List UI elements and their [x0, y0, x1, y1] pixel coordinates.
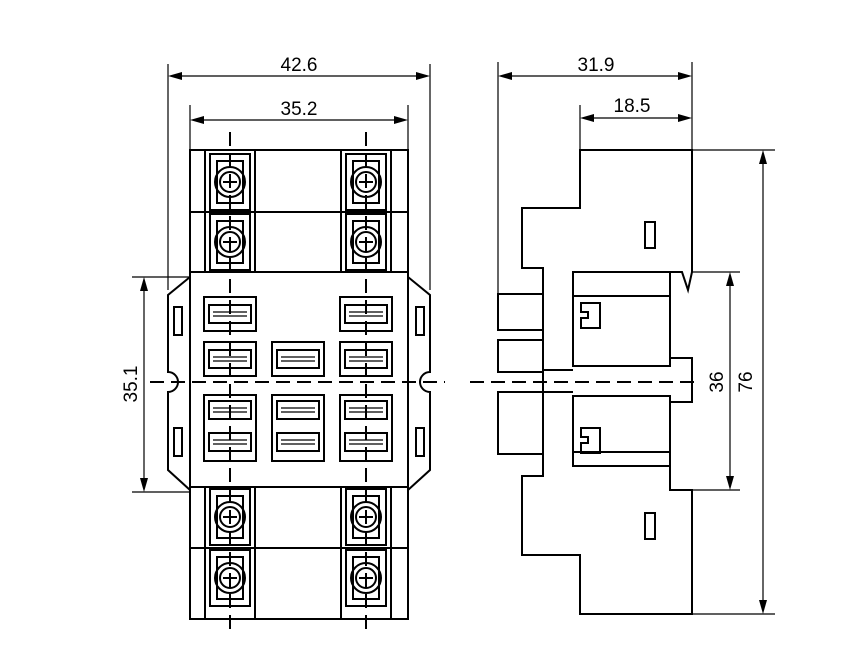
clip-icon: [580, 427, 601, 454]
side-depth-label: 31.9: [578, 55, 615, 76]
contact-slot: [276, 432, 320, 452]
left-flange: [167, 276, 191, 491]
front-dimensions: 42.6 35.2 35.1: [121, 55, 431, 493]
clip-icon: [580, 302, 601, 329]
side-view: [470, 149, 700, 615]
front-view: [150, 132, 445, 630]
contact-slot: [271, 341, 325, 377]
right-flange: [407, 276, 431, 491]
socket-body: [189, 149, 409, 620]
inner-width-label: 35.2: [281, 99, 318, 120]
side-dimensions: 31.9 18.5 76 36: [497, 55, 775, 615]
side-outline: [497, 149, 693, 615]
overall-height-label: 76: [736, 371, 757, 392]
contact-slot: [276, 400, 320, 420]
overall-width-label: 42.6: [281, 55, 318, 76]
front-height-label: 35.1: [121, 366, 142, 403]
side-inner-height-label: 36: [707, 371, 728, 392]
side-offset-label: 18.5: [614, 96, 651, 117]
